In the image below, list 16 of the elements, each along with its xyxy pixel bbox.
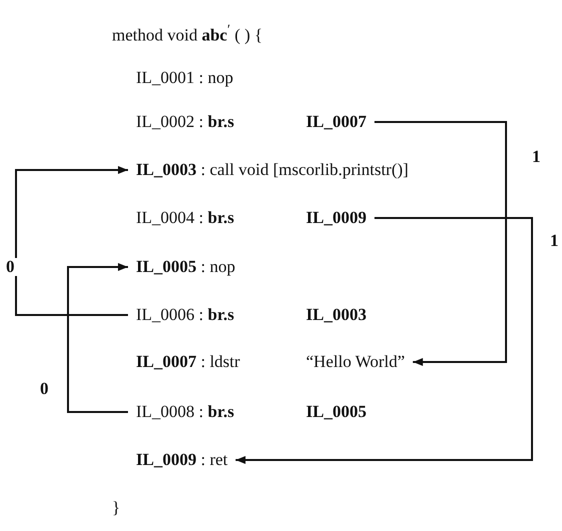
arrow [236,217,533,464]
code-text: } [112,498,120,518]
code-line: IL_0003 : call void [mscorlib.printstr()] [136,160,408,180]
arrow [67,263,128,413]
code-line: IL_0005 : nop [136,257,236,277]
code-text: method void abc$^{′}$ ( ) { [112,21,263,46]
code-line: IL_0004 : br.s IL_0009 [136,208,366,228]
edge-label: 0 [4,258,16,276]
code-line: IL_0007 : ldstr “Hello World” [136,352,405,372]
arrow [374,121,507,366]
code-line: IL_0009 : ret [136,450,228,470]
code-line: IL_0006 : br.s IL_0003 [136,305,366,325]
code-line: IL_0002 : br.s IL_0007 [136,112,366,132]
code-text: IL_0001 : nop [136,68,234,88]
code-line: IL_0008 : br.s IL_0005 [136,402,366,422]
arrow [15,166,128,316]
